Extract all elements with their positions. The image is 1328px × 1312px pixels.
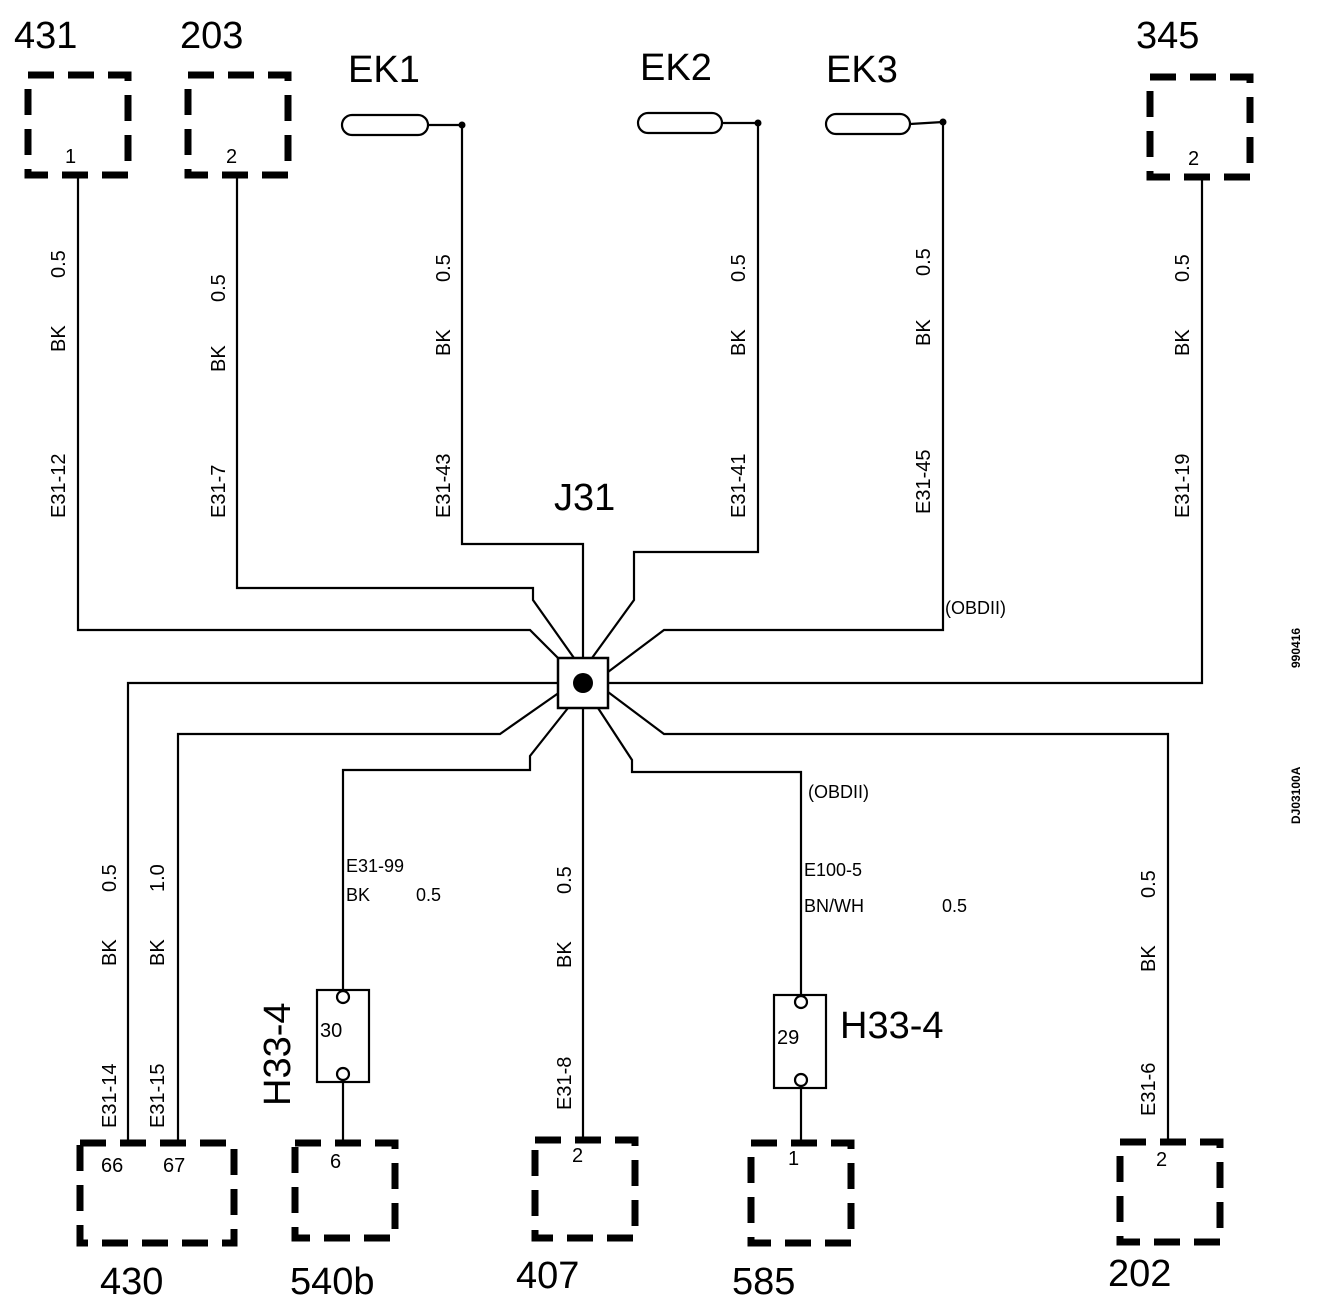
wire-203-code: E31-7: [208, 465, 230, 518]
j31-label: J31: [554, 477, 615, 519]
wire-407-code: E31-8: [554, 1057, 576, 1110]
wire-430b-size: 1.0: [147, 864, 169, 892]
obd-note-upper: (OBDII): [945, 598, 1006, 618]
wire-431-code: E31-12: [48, 454, 70, 519]
obd-note-lower: (OBDII): [808, 782, 869, 802]
wire-202-color: BK: [1138, 945, 1160, 972]
component-431-box: [24, 71, 132, 179]
wire-540b: [341, 707, 569, 990]
ek3-label: EK3: [826, 49, 898, 91]
wire-407-size: 0.5: [554, 866, 576, 894]
ek1-label: EK1: [348, 49, 420, 91]
component-431-label: 431: [14, 15, 77, 57]
wire-430a-color: BK: [99, 939, 121, 966]
ek2-element: [636, 111, 724, 135]
wire-430b-color: BK: [147, 939, 169, 966]
wire-ek1-code: E31-43: [433, 454, 455, 519]
pin-202: 2: [1156, 1149, 1167, 1171]
wire-585-size: 0.5: [942, 896, 967, 916]
component-585-box: [747, 1139, 855, 1247]
ek1-element: [340, 113, 430, 137]
wire-202-code: E31-6: [1138, 1063, 1160, 1116]
wire-ek3-color: BK: [913, 319, 935, 346]
wire-202: [607, 691, 1170, 1142]
pin-430-67: 67: [163, 1155, 185, 1177]
h33-right-terminal-bottom: [793, 1072, 809, 1088]
h33-right-pin: 29: [777, 1027, 799, 1049]
component-430-label: 430: [100, 1261, 163, 1303]
pin-585: 1: [788, 1148, 799, 1170]
component-345-box: [1146, 73, 1254, 181]
wire-430b-code: E31-15: [147, 1064, 169, 1129]
pin-430-66: 66: [101, 1155, 123, 1177]
wire-ek2-code: E31-41: [728, 454, 750, 519]
h33-left-label: H33-4: [257, 1003, 299, 1107]
component-540b-box: [291, 1139, 399, 1242]
wire-431-color: BK: [48, 325, 70, 352]
pin-345: 2: [1188, 148, 1199, 170]
wire-ek3-code: E31-45: [913, 450, 935, 515]
j31-junction-dot: [573, 673, 593, 693]
ek3-element: [824, 112, 912, 136]
component-407-label: 407: [516, 1255, 579, 1297]
wire-585: [597, 707, 803, 995]
wire-345: [608, 177, 1204, 685]
h33-left-terminal-top: [335, 989, 351, 1005]
wire-407-color: BK: [554, 941, 576, 968]
wire-540b-size: 0.5: [416, 885, 441, 905]
wire-431-size: 0.5: [48, 250, 70, 278]
h33-left-terminal-bottom: [335, 1066, 351, 1082]
h33-right-body: [772, 993, 828, 1090]
wire-345-color: BK: [1172, 329, 1194, 356]
wire-202-size: 0.5: [1138, 870, 1160, 898]
wire-585-color: BN/WH: [804, 896, 864, 916]
component-202-label: 202: [1108, 1253, 1171, 1295]
wire-ek1-size: 0.5: [433, 254, 455, 282]
component-203-label: 203: [180, 15, 243, 57]
wire-430b: [176, 691, 561, 1143]
wire-ek1: [460, 125, 585, 658]
side-reference: DJ03100A: [1289, 766, 1303, 824]
component-585-label: 585: [732, 1261, 795, 1303]
wire-430a: [126, 681, 558, 1143]
wire-430a-code: E31-14: [99, 1064, 121, 1129]
ek2-label: EK2: [640, 47, 712, 89]
component-430-box: [76, 1139, 238, 1247]
pin-540b: 6: [330, 1151, 341, 1173]
wire-345-size: 0.5: [1172, 254, 1194, 282]
pin-407: 2: [572, 1145, 583, 1167]
component-540b-label: 540b: [290, 1261, 375, 1303]
pin-203: 2: [226, 146, 237, 168]
h33-left-pin: 30: [320, 1020, 342, 1042]
h33-right-terminal-top: [793, 994, 809, 1010]
component-407-box: [531, 1136, 639, 1242]
side-date: 990416: [1289, 628, 1303, 668]
wire-431: [76, 175, 571, 671]
component-345-label: 345: [1136, 15, 1199, 57]
wire-ek2: [591, 123, 760, 659]
pin-431: 1: [65, 146, 76, 168]
wire-ek2-size: 0.5: [728, 254, 750, 282]
h33-left-body: [315, 988, 371, 1084]
wire-585-code: E100-5: [804, 860, 862, 880]
wire-203-size: 0.5: [208, 274, 230, 302]
wire-ek3-size: 0.5: [913, 248, 935, 276]
wire-540b-color: BK: [346, 885, 370, 905]
wire-203-color: BK: [208, 345, 230, 372]
wire-203: [235, 175, 575, 659]
wire-ek1-color: BK: [433, 329, 455, 356]
wire-345-code: E31-19: [1172, 454, 1194, 519]
wire-430a-size: 0.5: [99, 864, 121, 892]
h33-right-label: H33-4: [840, 1005, 944, 1047]
wire-540b-code: E31-99: [346, 856, 404, 876]
wire-ek2-color: BK: [728, 329, 750, 356]
component-203-box: [184, 71, 292, 179]
ek3-lead: [909, 120, 944, 126]
component-202-box: [1116, 1138, 1224, 1246]
wire-ek3: [607, 122, 945, 673]
